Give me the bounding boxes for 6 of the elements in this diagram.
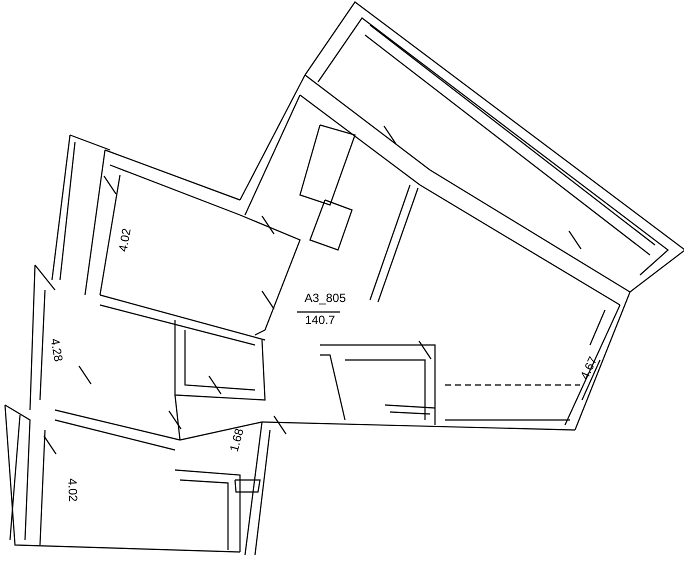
dimension-label: 4.28 bbox=[48, 337, 64, 363]
area-label: 140.7 bbox=[305, 314, 336, 326]
dimension-label: 4.02 bbox=[116, 227, 132, 253]
dimension-label: 4.02 bbox=[66, 478, 79, 502]
room-number: A3_805 bbox=[304, 292, 346, 304]
dimension-label: 1.68 bbox=[227, 427, 245, 453]
